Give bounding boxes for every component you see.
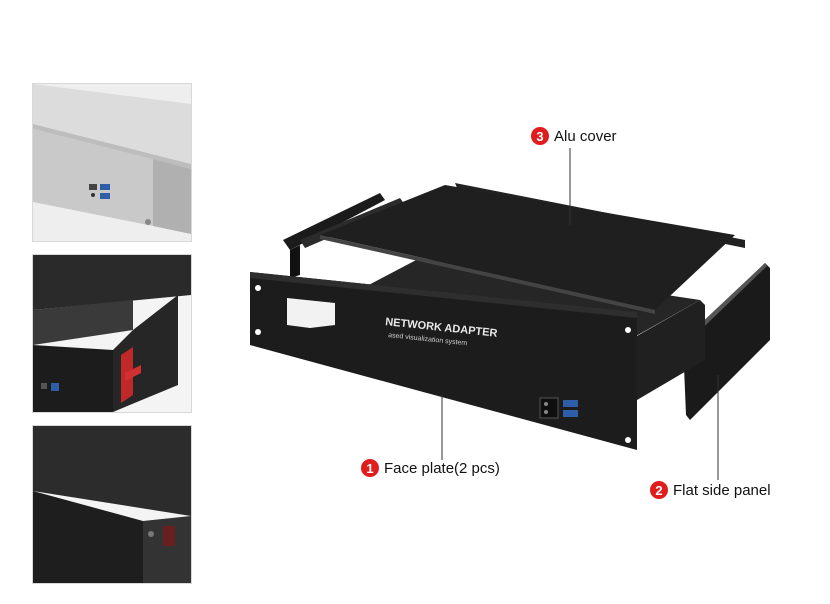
callout-label: Flat side panel [673,481,771,499]
closed-enclosure-image [33,426,191,583]
alu-cover [320,185,735,310]
callout-face-plate: 1 Face plate(2 pcs) [361,459,500,477]
mount-hole [255,329,261,335]
thumbnail-closed-enclosure[interactable] [32,425,192,584]
callout-label: Alu cover [554,127,617,145]
face-plate-cutout [287,298,335,328]
front-port-panel [539,397,559,419]
usb-port-icon [563,400,578,407]
rear-plate [283,193,385,250]
mount-hole [255,285,261,291]
callout-alu-cover: 3 Alu cover [531,127,617,145]
callout-number-badge: 1 [361,459,379,477]
mount-hole [625,327,631,333]
thumbnail-silver-enclosure[interactable] [32,83,192,242]
usb-port-icon [563,410,578,417]
callout-number-badge: 3 [531,127,549,145]
flat-side-panel [683,263,770,420]
callout-flat-side-panel: 2 Flat side panel [650,481,771,499]
callout-number-badge: 2 [650,481,668,499]
open-enclosure-image [33,255,191,412]
thumbnail-open-enclosure[interactable] [32,254,192,413]
mount-hole [625,437,631,443]
callout-label: Face plate(2 pcs) [384,459,500,477]
silver-enclosure-image [33,84,191,241]
